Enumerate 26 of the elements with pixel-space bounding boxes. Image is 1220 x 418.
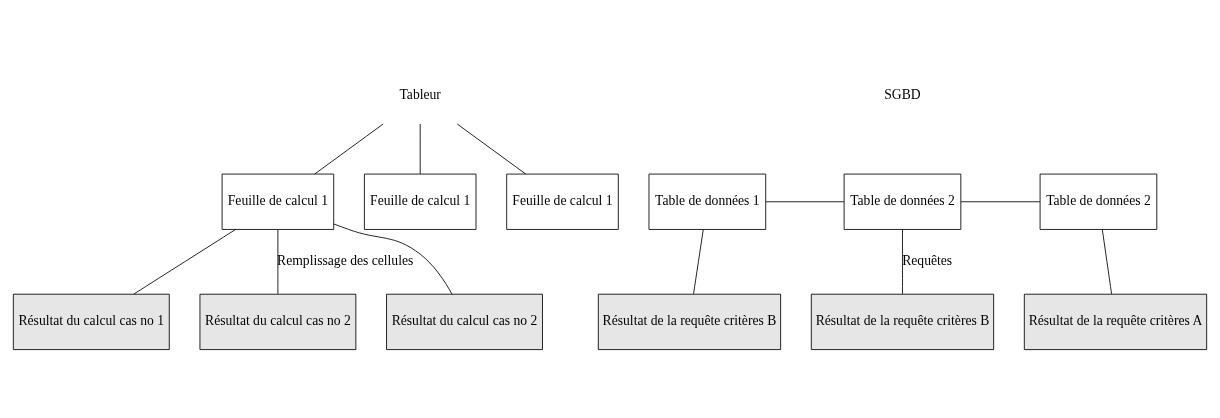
label: SGBD <box>884 87 921 103</box>
connector <box>765 201 845 203</box>
node-box: Feuille de calcul 1 <box>363 173 477 230</box>
connector <box>456 123 527 175</box>
connector <box>333 223 453 295</box>
node-box: Résultat du calcul cas no 1 <box>12 293 170 350</box>
connector <box>419 123 421 175</box>
node-box: Résultat de la requête critères B <box>810 293 995 350</box>
connector <box>902 229 903 295</box>
edge-label: Remplissage des cellules <box>277 253 414 269</box>
node-box: Table de données 2 <box>843 173 962 230</box>
connector <box>960 201 1041 203</box>
node-text: Tableur <box>399 87 441 103</box>
node-box: Résultat de la requête critères A <box>1023 293 1208 350</box>
connector <box>1101 229 1112 295</box>
node-box: Table de données 2 <box>1039 173 1158 230</box>
connector <box>693 229 704 295</box>
node-box: Table de données 1 <box>648 173 767 230</box>
connector <box>314 123 384 175</box>
node-box: Résultat de la requête critères B <box>597 293 782 350</box>
node-box: Résultat du calcul cas no 2 <box>386 293 543 350</box>
connector <box>133 229 236 295</box>
node-box: Résultat du calcul cas no 2 <box>199 293 357 350</box>
node-box: Feuille de calcul 1 <box>506 173 619 230</box>
connector <box>277 229 279 295</box>
node-box: Feuille de calcul 1 <box>221 173 335 230</box>
